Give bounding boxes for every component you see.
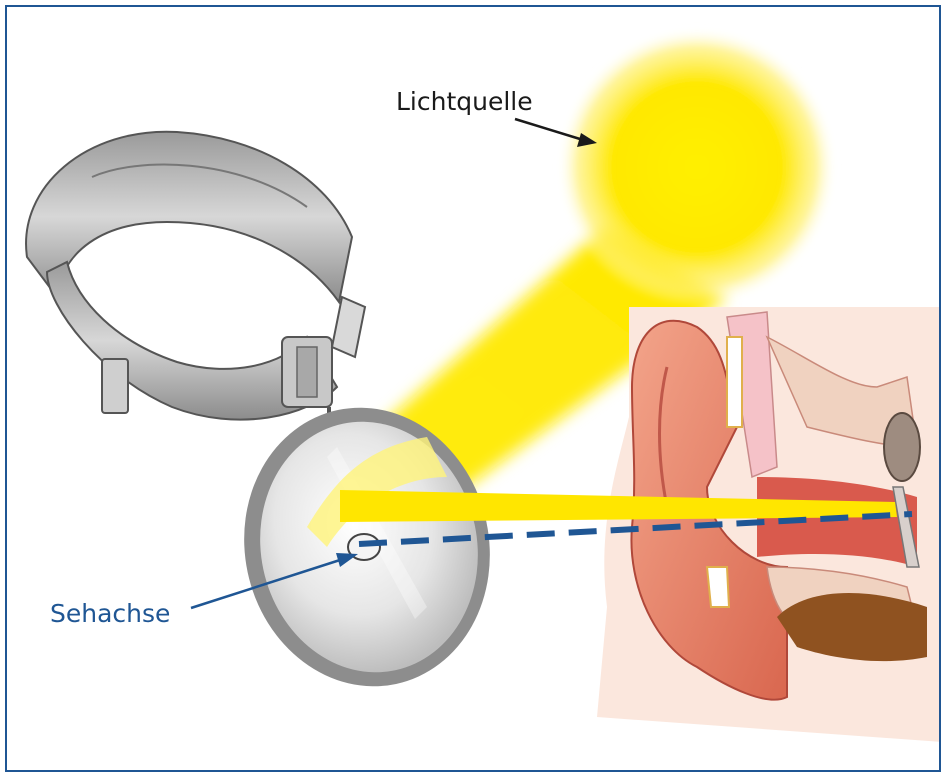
visual-axis-label: Sehachse xyxy=(50,599,170,628)
diagram-canvas xyxy=(7,7,939,770)
ear-cross-section-icon xyxy=(597,307,939,742)
light-source-label: Lichtquelle xyxy=(396,87,533,116)
mirror-joint-icon xyxy=(282,297,365,427)
diagram-frame: Lichtquelle Sehachse xyxy=(5,5,941,772)
